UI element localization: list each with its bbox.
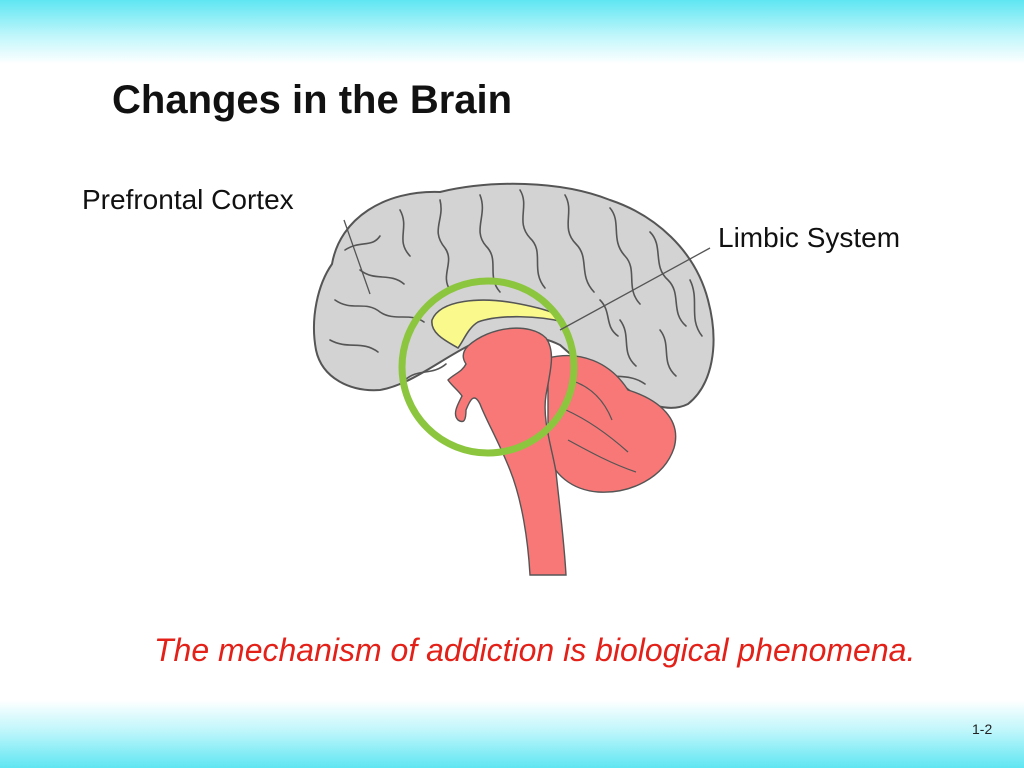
limbic-highlight-ring	[398, 277, 578, 457]
bottom-gradient-band	[0, 700, 1024, 768]
cerebellum	[547, 354, 677, 493]
prefrontal-leader-line	[343, 219, 371, 295]
prefrontal-cortex-label: Prefrontal Cortex	[82, 184, 294, 215]
slide-number: 1-2	[972, 721, 993, 737]
corpus-callosum	[431, 299, 566, 350]
limbic-leader-line	[559, 247, 711, 331]
slide-caption: The mechanism of addiction is biological…	[154, 632, 916, 668]
slide-title: Changes in the Brain	[112, 78, 513, 122]
cortex-folds	[329, 189, 703, 385]
limbic-system-label: Limbic System	[718, 222, 901, 253]
top-gradient-band	[0, 0, 1024, 64]
